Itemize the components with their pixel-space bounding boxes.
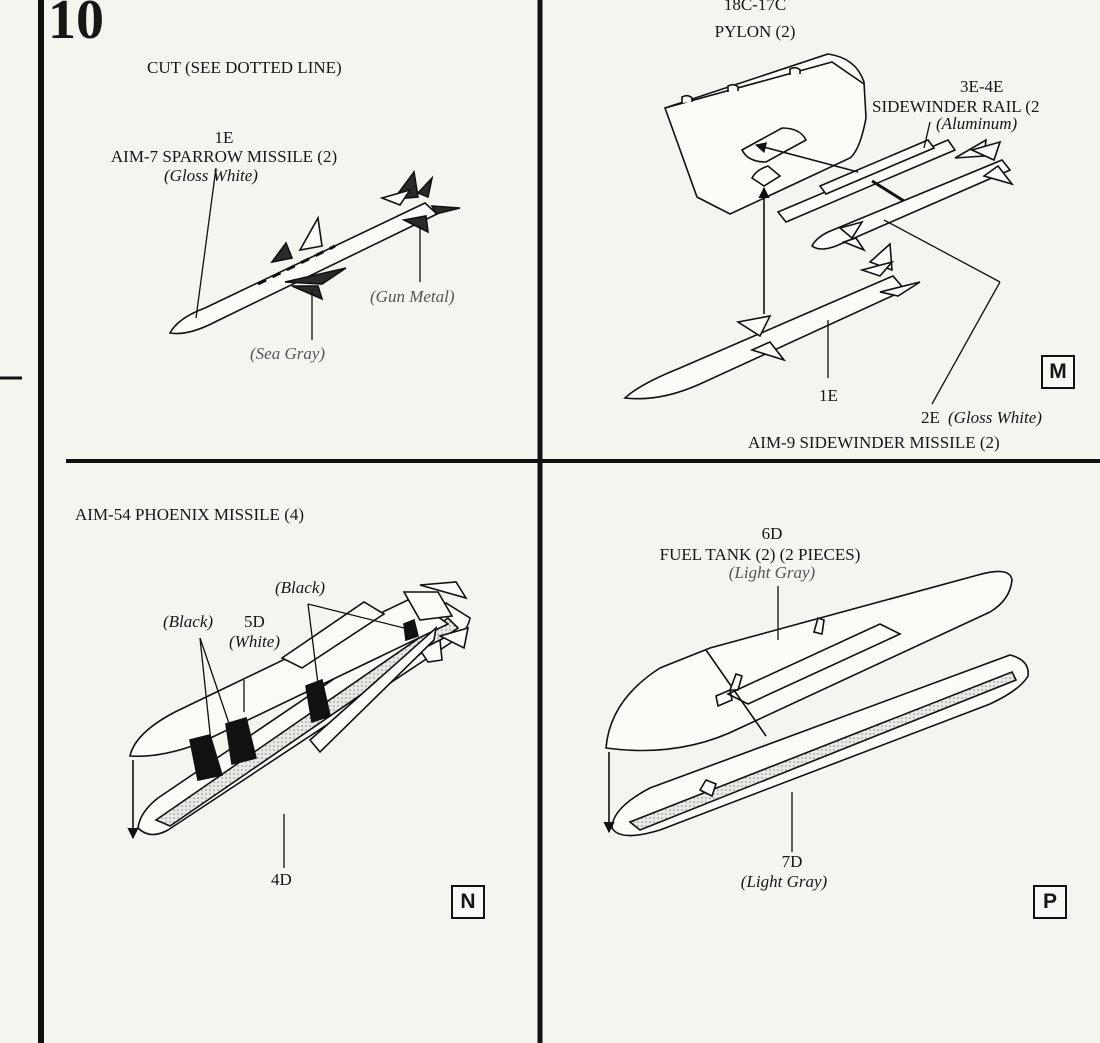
phoenix-leader-lines — [127, 603, 413, 868]
phoenix-tray-drawing — [137, 602, 471, 836]
fuel-tank-lower-part-number: 7D — [781, 852, 803, 871]
fuel-tank-color: (Light Gray) — [728, 563, 816, 582]
phoenix-black-label-top: (Black) — [275, 578, 326, 597]
sparrow-part-number: 1E — [214, 128, 234, 147]
panel-m-arrows — [754, 142, 859, 314]
rail-part-number: 3E-4E — [960, 77, 1004, 96]
phoenix-black-label-left: (Black) — [163, 612, 214, 631]
sparrow-color: (Gloss White) — [164, 166, 258, 185]
sidewinder-rail-drawing — [776, 139, 957, 223]
fuel-tank-lower-color: (Light Gray) — [740, 872, 828, 891]
sidewinder-missile-drawing — [810, 138, 1015, 252]
phoenix-part-4d: 4D — [271, 870, 292, 889]
sparrow-leader-lines — [195, 167, 421, 340]
rail-color: (Aluminum) — [936, 114, 1018, 133]
fuel-tank-upper-drawing — [605, 570, 1013, 752]
lower-missile-part-number: 1E — [819, 386, 838, 405]
phoenix-white-label: (White) — [229, 632, 280, 651]
pylon-drawing — [663, 53, 867, 215]
panel-m-leader-lines — [827, 121, 1001, 405]
sidewinder-color: (Gloss White) — [948, 408, 1042, 427]
pylon-name: PYLON (2) — [714, 22, 796, 41]
phoenix-part-5d: 5D — [244, 612, 265, 631]
fuel-tank-part-number: 6D — [761, 524, 783, 543]
sparrow-missile-drawing — [168, 169, 461, 335]
sidewinder-part-number: 2E — [921, 408, 940, 427]
pylon-part-number: 18C-17C — [723, 0, 787, 14]
sea-gray-label: (Sea Gray) — [250, 344, 326, 363]
phoenix-title: AIM-54 PHOENIX MISSILE (4) — [75, 505, 305, 524]
gun-metal-label: (Gun Metal) — [370, 287, 455, 306]
lower-aim7-drawing — [623, 242, 921, 400]
sidewinder-name: AIM-9 SIDEWINDER MISSILE (2) — [748, 433, 1000, 452]
phoenix-missile-drawing — [129, 581, 470, 781]
panel-badge-n: N — [451, 885, 485, 919]
cut-note: CUT (SEE DOTTED LINE) — [147, 58, 342, 77]
fuel-tank-leader-lines — [603, 586, 793, 852]
panel-badge-m: M — [1041, 355, 1075, 389]
sparrow-name: AIM-7 SPARROW MISSILE (2) — [110, 147, 338, 166]
step-number: 10 — [48, 0, 104, 51]
rail-name: SIDEWINDER RAIL (2 — [872, 97, 1040, 116]
fuel-tank-name: FUEL TANK (2) (2 PIECES) — [659, 545, 861, 564]
fuel-tank-lower-drawing — [611, 654, 1029, 837]
panel-badge-p: P — [1033, 885, 1067, 919]
